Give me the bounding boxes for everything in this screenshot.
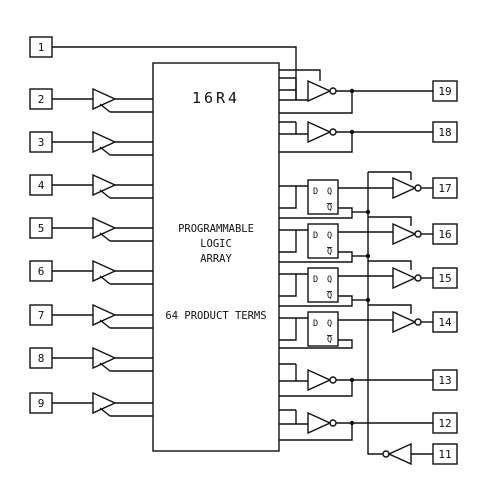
output-pin-12: 12 [279, 409, 458, 441]
output-enable-pin-11: 11 [367, 442, 458, 466]
inverter-icon [307, 368, 332, 392]
pin-label-14: 14 [438, 316, 452, 329]
pin-label-8: 8 [38, 352, 45, 365]
pin-label-2: 2 [38, 93, 45, 106]
inverter-icon [307, 411, 332, 435]
output-pin-13: 13 [279, 363, 458, 397]
array-label-line-2: LOGIC [200, 238, 232, 250]
output-pin-14: D Q Q 14 [279, 304, 458, 349]
pin-label-18: 18 [438, 126, 451, 139]
ff-d-label: D [313, 319, 318, 329]
input-pin-4: 4 [29, 173, 153, 199]
output-pin-19: 19 [279, 69, 458, 114]
buffer-icon [92, 87, 117, 111]
inverter-icon [307, 79, 332, 103]
input-pin-1: 1 [29, 36, 297, 87]
pin-label-7: 7 [38, 309, 45, 322]
inverter-icon [392, 176, 417, 200]
pin-label-16: 16 [438, 228, 451, 241]
ff-d-label: D [313, 187, 318, 197]
chip-name: 16R4 [192, 89, 240, 107]
ff-q-label: Q [327, 319, 332, 329]
buffer-icon [92, 303, 117, 327]
inverter-icon [307, 120, 332, 144]
ff-d-label: D [313, 231, 318, 241]
pin-label-4: 4 [38, 179, 45, 192]
pin-box-18 [432, 121, 458, 143]
pin-label-9: 9 [38, 397, 45, 410]
array-label-line-1: PROGRAMMABLE [178, 223, 254, 235]
pin-label-1: 1 [38, 41, 45, 54]
pin-label-11: 11 [438, 448, 451, 461]
pin-box-19 [432, 80, 458, 102]
pin-label-5: 5 [38, 222, 45, 235]
pin-label-15: 15 [438, 272, 451, 285]
pin-label-12: 12 [438, 417, 451, 430]
ff-d-label: D [313, 275, 318, 285]
d-flip-flop-icon [307, 223, 339, 259]
ff-q-label: Q [327, 187, 332, 197]
pin-label-6: 6 [38, 265, 45, 278]
d-flip-flop-icon [307, 267, 339, 303]
product-terms-label: 64 PRODUCT TERMS [165, 310, 266, 322]
d-flip-flop-icon [307, 179, 339, 215]
pin-box-13 [432, 369, 458, 391]
buffer-icon [92, 259, 117, 283]
pin-box-17 [432, 177, 458, 199]
input-pin-9: 9 [29, 391, 153, 417]
inverter-icon [387, 442, 412, 466]
pin-box-12 [432, 412, 458, 434]
inverter-icon [392, 266, 417, 290]
ff-qbar-label: Q [327, 203, 332, 213]
input-pin-8: 8 [29, 346, 153, 372]
pin-label-13: 13 [438, 374, 451, 387]
pin-label-3: 3 [38, 136, 45, 149]
buffer-icon [92, 346, 117, 370]
d-flip-flop-icon [307, 311, 339, 347]
ff-qbar-label: Q [327, 247, 332, 257]
input-pin-3: 3 [29, 130, 153, 156]
buffer-icon [92, 391, 117, 415]
buffer-icon [92, 130, 117, 154]
input-pin-7: 7 [29, 303, 153, 329]
output-pin-17: D Q Q 17 [279, 172, 458, 219]
buffer-icon [92, 173, 117, 197]
output-pin-15: D Q Q 15 [279, 260, 458, 307]
ff-qbar-label: Q [327, 335, 332, 345]
array-label-line-3: ARRAY [200, 253, 232, 265]
input-pin-2: 2 [29, 87, 153, 113]
output-pin-18: 18 [279, 120, 458, 153]
pin-label-17: 17 [438, 182, 451, 195]
logic-array-block [152, 62, 280, 452]
pin-box-15 [432, 267, 458, 289]
output-pin-16: D Q Q 16 [279, 216, 458, 263]
inverter-icon [392, 222, 417, 246]
input-pin-6: 6 [29, 259, 153, 285]
ff-q-label: Q [327, 275, 332, 285]
ff-q-label: Q [327, 231, 332, 241]
pin-box-11 [432, 443, 458, 465]
pin-box-16 [432, 223, 458, 245]
pin-label-19: 19 [438, 85, 451, 98]
pin-box-14 [432, 311, 458, 333]
inverter-icon [392, 310, 417, 334]
input-pin-5: 5 [29, 216, 153, 242]
ff-qbar-label: Q [327, 291, 332, 301]
buffer-icon [92, 216, 117, 240]
